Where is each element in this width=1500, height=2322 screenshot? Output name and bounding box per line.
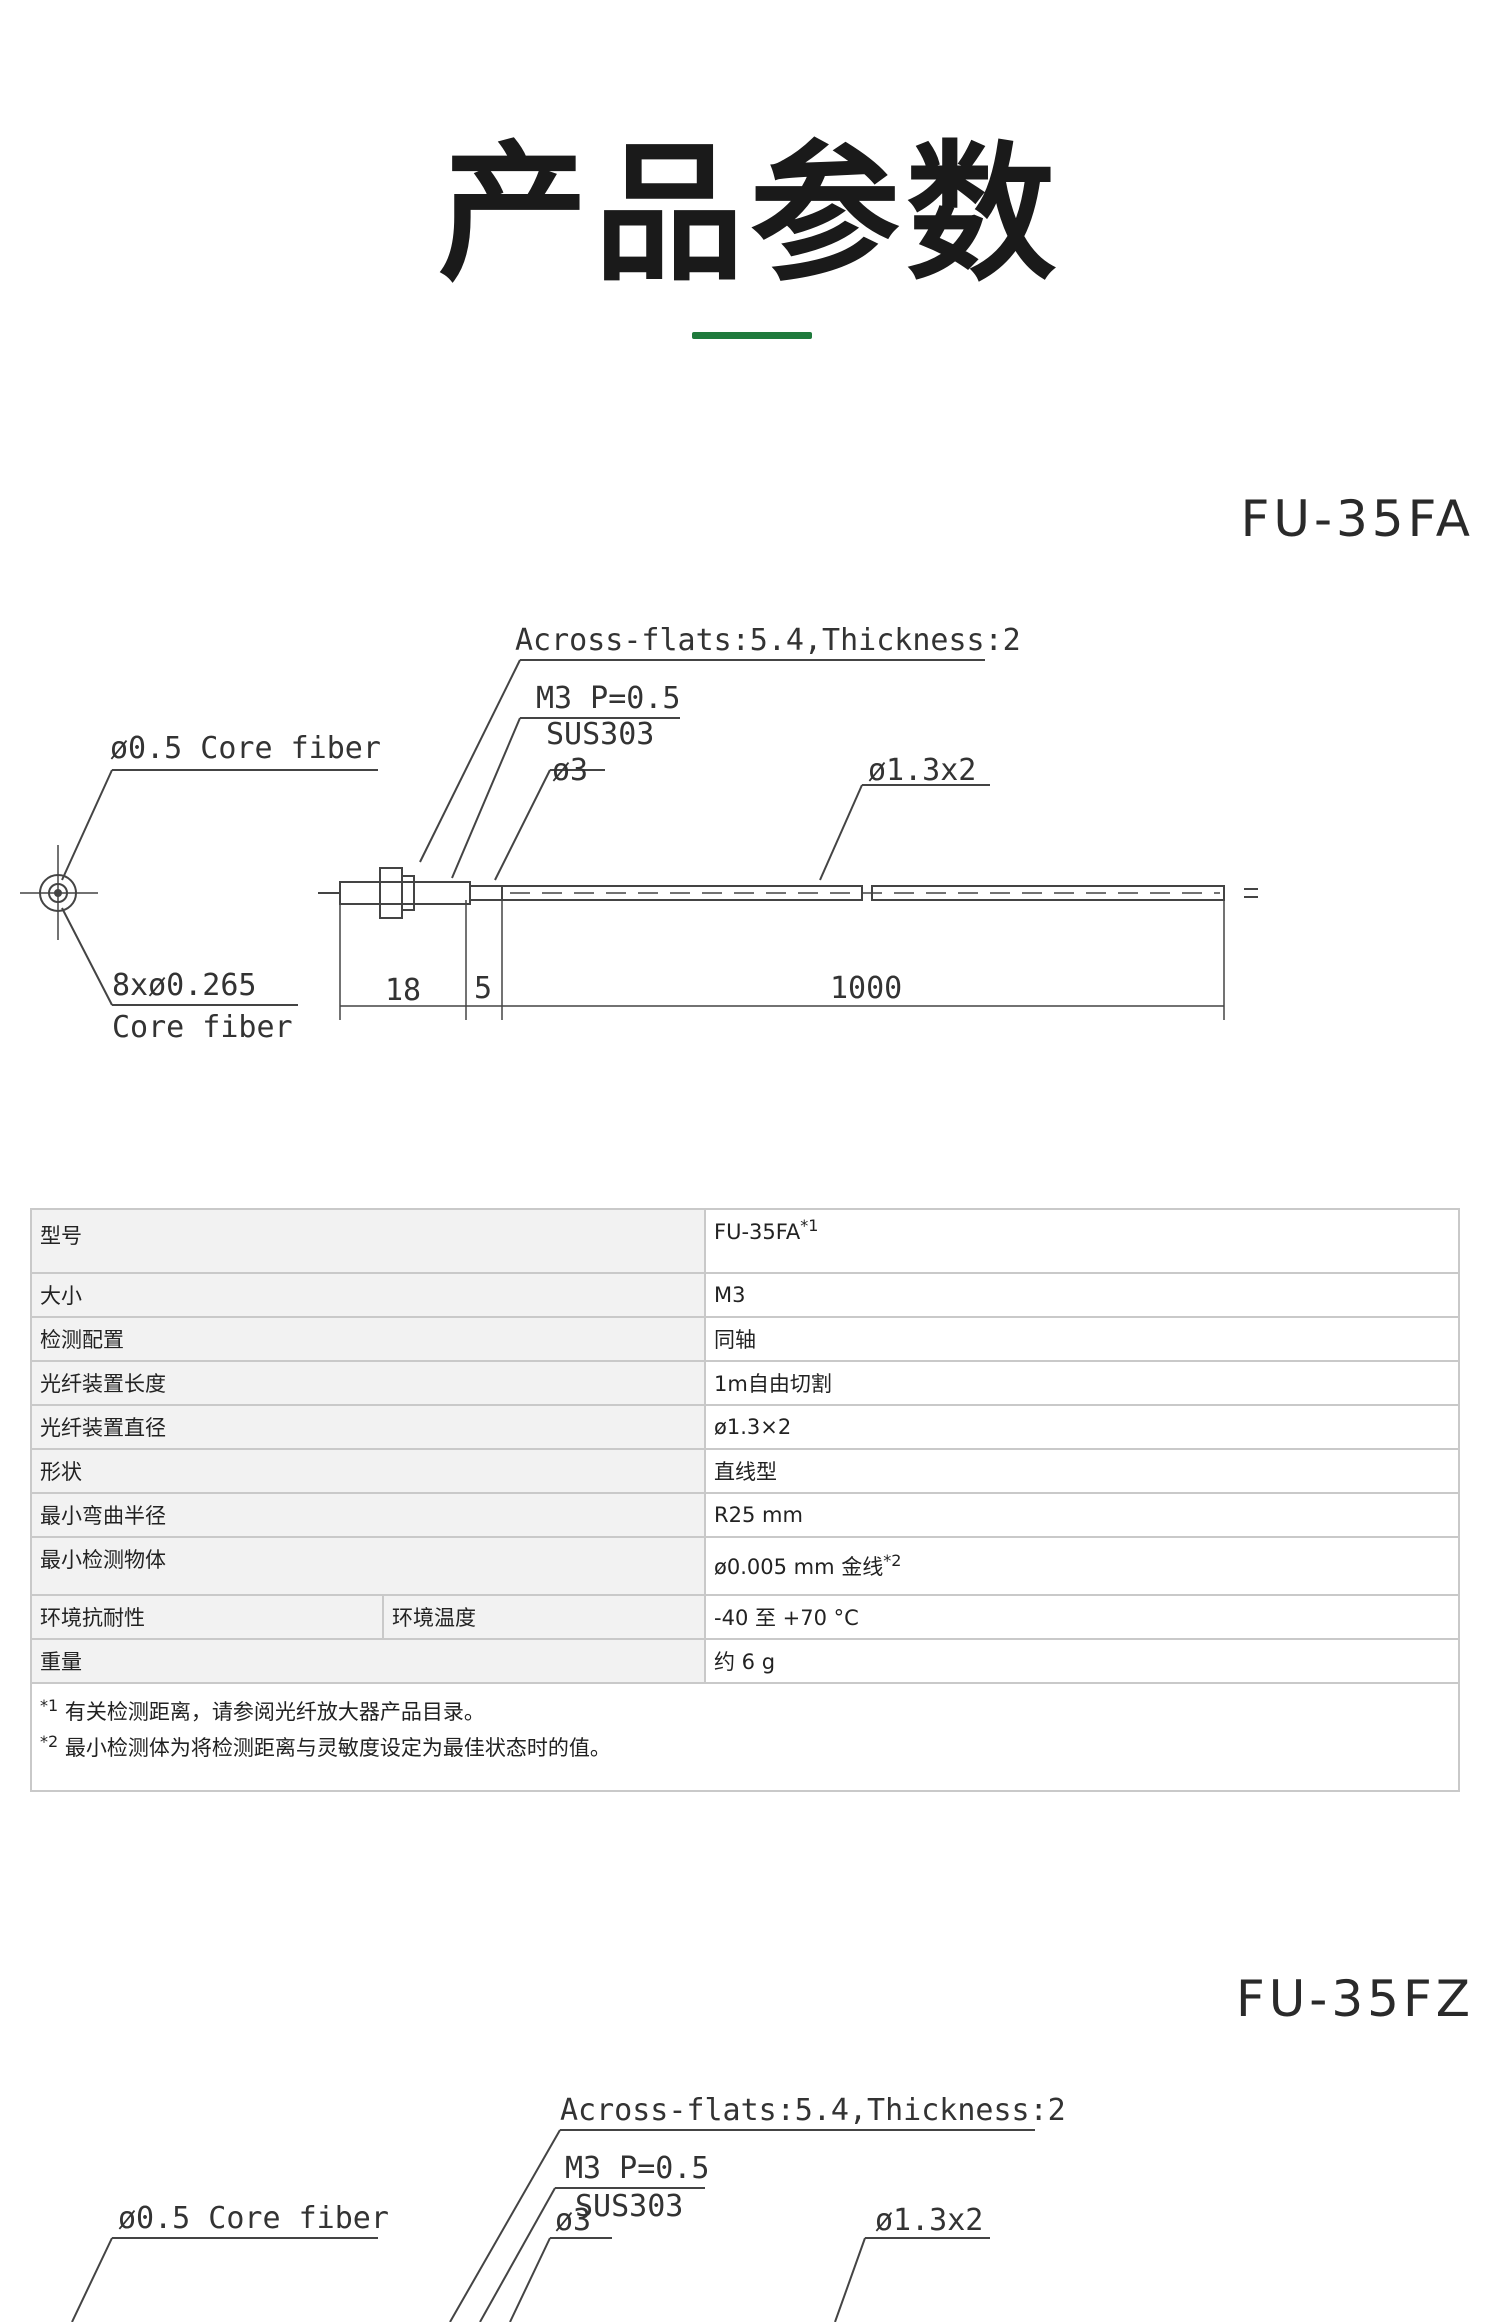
title-underline: [692, 332, 812, 339]
table-row: 检测配置 同轴: [30, 1316, 1460, 1362]
page-title: 产品参数: [437, 128, 1062, 302]
label-diameter: ø3: [555, 2203, 591, 2238]
label-core-count: 8xø0.265: [112, 968, 257, 1003]
row-label: 光纤装置直径: [30, 1404, 706, 1450]
label-material: SUS303: [575, 2189, 683, 2224]
label-core-fiber-bottom: Core fiber: [112, 1010, 293, 1045]
dimension-drawing-fu-35fa: Across-flats:5.4,Thickness:2 M3 P=0.5 SU…: [20, 623, 1258, 1045]
row-value: 约 6 g: [704, 1638, 1460, 1684]
table-notes: *1 有关检测距离，请参阅光纤放大器产品目录。 *2 最小检测体为将检测距离与灵…: [30, 1682, 1460, 1792]
label-core-fiber-top: ø0.5 Core fiber: [118, 2201, 389, 2236]
row-value: ø1.3×2: [704, 1404, 1460, 1450]
row-value: 1m自由切割: [704, 1360, 1460, 1406]
row-label: 最小检测物体: [30, 1536, 706, 1596]
row-label: 形状: [30, 1448, 706, 1494]
table-row: 大小 M3: [30, 1272, 1460, 1318]
table-row: 环境抗耐性 环境温度 -40 至 +70 °C: [30, 1594, 1460, 1640]
label-across-flats: Across-flats:5.4,Thickness:2: [515, 623, 1021, 658]
dimension-drawing-fu-35fz: Across-flats:5.4,Thickness:2 M3 P=0.5 SU…: [71, 2093, 1066, 2322]
label-cable-diameter: ø1.3x2: [868, 753, 976, 788]
table-row: 形状 直线型: [30, 1448, 1460, 1494]
label-thread: M3 P=0.5: [565, 2151, 710, 2186]
label-core-fiber-top: ø0.5 Core fiber: [110, 731, 381, 766]
dim-1000: 1000: [830, 971, 902, 1006]
table-row: 光纤装置长度 1m自由切割: [30, 1360, 1460, 1406]
row-label: 型号: [30, 1208, 706, 1274]
dim-18: 18: [385, 973, 421, 1008]
model-name-fu-35fa: FU-35FA: [1240, 490, 1474, 548]
note-2: *2 最小检测体为将检测距离与灵敏度设定为最佳状态时的值。: [40, 1732, 611, 1761]
table-row: 最小弯曲半径 R25 mm: [30, 1492, 1460, 1538]
table-row: 型号 FU-35FA*1: [30, 1208, 1460, 1274]
dim-5: 5: [474, 971, 492, 1006]
row-value: 直线型: [704, 1448, 1460, 1494]
row-value: FU-35FA*1: [704, 1208, 1460, 1274]
table-notes-row: *1 有关检测距离，请参阅光纤放大器产品目录。 *2 最小检测体为将检测距离与灵…: [30, 1682, 1460, 1792]
note-1: *1 有关检测距离，请参阅光纤放大器产品目录。: [40, 1696, 485, 1725]
spec-table: 型号 FU-35FA*1 大小 M3 检测配置 同轴 光纤装置长度 1m自由切割…: [30, 1208, 1460, 1792]
row-value: 同轴: [704, 1316, 1460, 1362]
label-diameter: ø3: [552, 753, 588, 788]
row-value: M3: [704, 1272, 1460, 1318]
ferrule-body: [339, 881, 471, 905]
label-material: SUS303: [546, 717, 654, 752]
row-value: -40 至 +70 °C: [704, 1594, 1460, 1640]
row-value: R25 mm: [704, 1492, 1460, 1538]
model-name-fu-35fz: FU-35FZ: [1235, 1970, 1474, 2028]
row-label: 重量: [30, 1638, 706, 1684]
label-across-flats: Across-flats:5.4,Thickness:2: [560, 2093, 1066, 2128]
table-row: 重量 约 6 g: [30, 1638, 1460, 1684]
row-sublabel: 环境温度: [382, 1594, 706, 1640]
row-label: 光纤装置长度: [30, 1360, 706, 1406]
row-label: 环境抗耐性: [30, 1594, 384, 1640]
row-label: 大小: [30, 1272, 706, 1318]
row-value: ø0.005 mm 金线*2: [704, 1536, 1460, 1596]
row-label: 最小弯曲半径: [30, 1492, 706, 1538]
row-label: 检测配置: [30, 1316, 706, 1362]
label-cable-diameter: ø1.3x2: [875, 2203, 983, 2238]
table-row: 最小检测物体 ø0.005 mm 金线*2: [30, 1536, 1460, 1596]
label-thread: M3 P=0.5: [536, 681, 681, 716]
table-row: 光纤装置直径 ø1.3×2: [30, 1404, 1460, 1450]
